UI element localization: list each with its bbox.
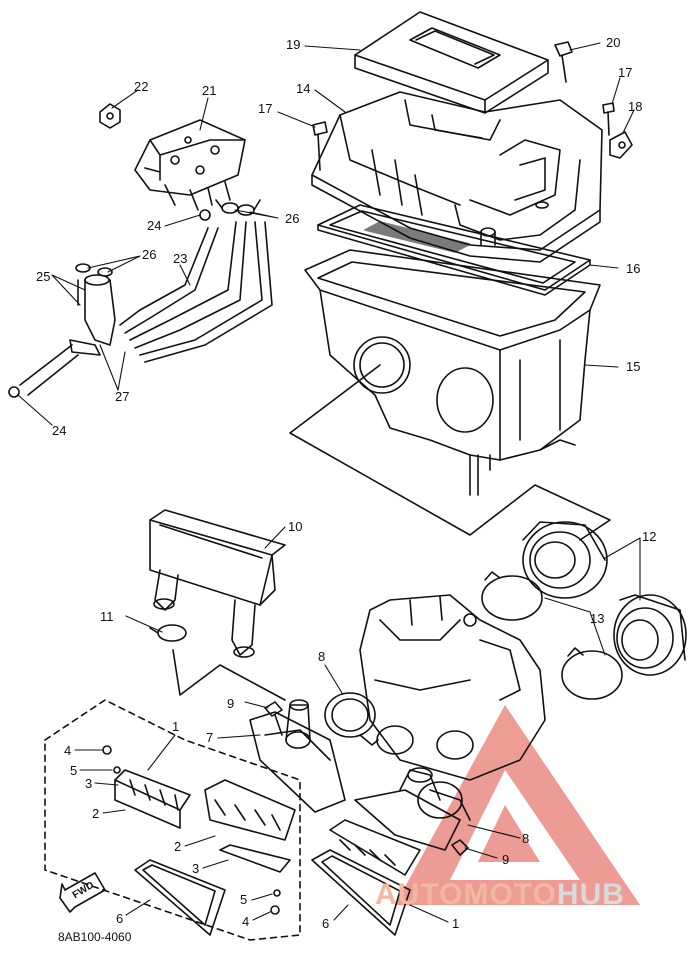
callout-6-left: 6 bbox=[116, 911, 124, 926]
callout-5-upper: 5 bbox=[70, 763, 78, 778]
nut-22 bbox=[99, 103, 121, 129]
watermark-text-part1: AUTOMOTO bbox=[375, 878, 557, 911]
clip-24-bottom bbox=[8, 386, 20, 398]
bolt-9-upper bbox=[264, 701, 283, 736]
screw-17-right bbox=[602, 102, 615, 136]
callout-24-bottom: 24 bbox=[52, 423, 67, 438]
callout-25: 25 bbox=[36, 269, 51, 284]
vent-hose bbox=[19, 344, 79, 396]
callout-4-upper: 4 bbox=[64, 743, 72, 758]
callout-10: 10 bbox=[288, 519, 303, 534]
part-code: 8AB100-4060 bbox=[58, 930, 132, 944]
callout-27: 27 bbox=[115, 389, 130, 404]
callout-12: 12 bbox=[642, 529, 657, 544]
carburetor-joint-12-upper bbox=[522, 521, 608, 599]
bolt-4-upper bbox=[102, 745, 112, 755]
washer-5-upper bbox=[113, 766, 121, 774]
callout-20: 20 bbox=[606, 35, 621, 50]
callout-3-upper: 3 bbox=[85, 776, 93, 791]
air-cut-valve bbox=[134, 119, 246, 211]
o-ring-24-top bbox=[199, 209, 211, 221]
carburetor-body bbox=[359, 594, 546, 781]
reed-valve-right-assembly bbox=[329, 819, 421, 876]
callout-7: 7 bbox=[206, 730, 214, 745]
bolt-9-lower bbox=[451, 839, 469, 856]
clip-18 bbox=[609, 131, 633, 159]
guide-lines bbox=[172, 364, 611, 701]
callout-19: 19 bbox=[286, 37, 301, 52]
clamp-13-upper bbox=[481, 571, 543, 621]
callout-8-lower: 8 bbox=[522, 831, 530, 846]
callout-23: 23 bbox=[173, 251, 188, 266]
joint-8-lower bbox=[417, 781, 463, 819]
callout-16: 16 bbox=[626, 261, 641, 276]
callout-22: 22 bbox=[134, 79, 149, 94]
leader-lines bbox=[17, 42, 641, 923]
callout-9-upper: 9 bbox=[227, 696, 235, 711]
callout-17-right: 17 bbox=[618, 65, 633, 80]
air-filter-element bbox=[354, 11, 549, 114]
intake-duct bbox=[149, 509, 286, 658]
callout-6-right: 6 bbox=[322, 916, 330, 931]
watermark-text-part2: HUB bbox=[556, 878, 625, 911]
washer-5-lower bbox=[273, 889, 281, 897]
callout-11: 11 bbox=[100, 609, 114, 624]
callout-21: 21 bbox=[202, 83, 217, 98]
callout-18: 18 bbox=[628, 99, 643, 114]
callout-2-right: 2 bbox=[174, 839, 182, 854]
watermark-text: AUTOMOTOHUB bbox=[375, 878, 625, 912]
clamp-11 bbox=[149, 624, 187, 642]
joint-8-upper bbox=[324, 692, 379, 746]
watermark-logo bbox=[395, 705, 640, 905]
callout-24-top: 24 bbox=[147, 218, 162, 233]
carburetor-joint-12-lower bbox=[613, 594, 687, 676]
gasket-6-left bbox=[134, 859, 226, 936]
callout-15: 15 bbox=[626, 359, 641, 374]
reed-valve-left bbox=[114, 769, 191, 829]
callout-17-left: 17 bbox=[258, 101, 273, 116]
callout-26-top: 26 bbox=[285, 211, 300, 226]
air-cleaner-case bbox=[304, 249, 601, 496]
callout-26-left: 26 bbox=[142, 247, 157, 262]
bolt-20 bbox=[554, 41, 573, 83]
intake-manifold-right bbox=[354, 767, 471, 851]
hose-joint-25 bbox=[69, 274, 116, 356]
bolt-4-lower bbox=[270, 905, 280, 915]
callout-9-lower: 9 bbox=[502, 852, 510, 867]
callout-5-lower: 5 bbox=[240, 892, 248, 907]
callout-1-right: 1 bbox=[452, 916, 460, 931]
callout-3-lower: 3 bbox=[192, 861, 200, 876]
gasket-16 bbox=[317, 204, 591, 296]
hose-clamps-26-left bbox=[75, 263, 113, 277]
callout-1-left: 1 bbox=[172, 719, 180, 734]
air-hoses-23 bbox=[119, 221, 273, 363]
intake-manifold-7 bbox=[249, 699, 346, 813]
reed-valve-right bbox=[204, 779, 296, 841]
air-cleaner-cap bbox=[311, 91, 603, 263]
screw-17-left bbox=[312, 121, 328, 171]
gasket-6-right bbox=[311, 849, 411, 936]
callout-2-left: 2 bbox=[92, 806, 100, 821]
callout-8-upper: 8 bbox=[318, 649, 326, 664]
callout-14: 14 bbox=[296, 81, 311, 96]
callout-13: 13 bbox=[590, 611, 605, 626]
reed-stopper-3 bbox=[219, 844, 291, 873]
callout-4-lower: 4 bbox=[242, 914, 250, 929]
fwd-arrow-icon bbox=[59, 872, 106, 913]
clamp-13-lower bbox=[561, 647, 623, 700]
